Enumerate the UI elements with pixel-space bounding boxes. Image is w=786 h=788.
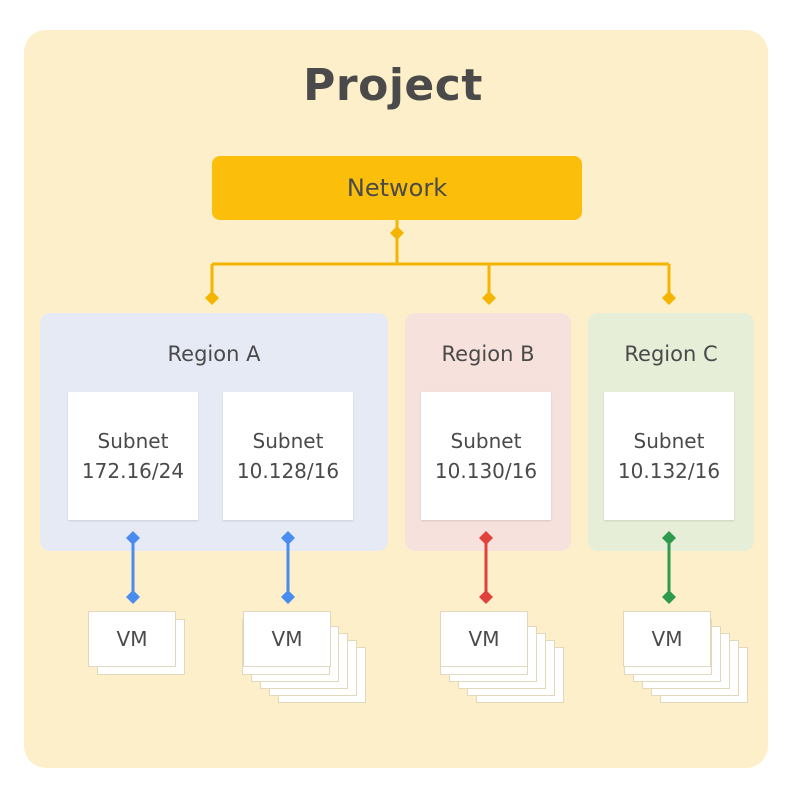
link-diamond xyxy=(662,590,676,604)
vm-label: VM xyxy=(651,627,683,651)
region-c-label: Region C xyxy=(624,342,718,366)
subnet-title: Subnet xyxy=(97,429,169,453)
vm-label: VM xyxy=(271,627,303,651)
network-connectors xyxy=(210,220,671,296)
vm-box: VM xyxy=(243,611,331,667)
vm-label: VM xyxy=(116,627,148,651)
subnet-cidr: 172.16/24 xyxy=(81,459,185,483)
subnet-vm-connectors xyxy=(126,531,676,604)
subnet-title: Subnet xyxy=(252,429,324,453)
subnet-172-16: Subnet 172.16/24 xyxy=(68,392,198,520)
network-diamond xyxy=(390,226,404,240)
subnet-cidr: 10.128/16 xyxy=(236,459,340,483)
link-diamond xyxy=(126,531,140,545)
network-connector-diamonds xyxy=(205,226,676,305)
region-b-label: Region B xyxy=(441,342,535,366)
vm-box: VM xyxy=(623,611,711,667)
network-label: Network xyxy=(346,174,448,202)
link-diamond xyxy=(479,590,493,604)
subnet-cidr: 10.130/16 xyxy=(434,459,538,483)
vm-box: VM xyxy=(440,611,528,667)
vm-label: VM xyxy=(468,627,500,651)
subnet-10-130: Subnet 10.130/16 xyxy=(421,392,551,520)
link-diamond xyxy=(479,531,493,545)
project-title: Project xyxy=(303,60,483,111)
subnet-title: Subnet xyxy=(633,429,705,453)
link-diamond xyxy=(662,531,676,545)
link-diamond xyxy=(126,590,140,604)
subnet-10-128: Subnet 10.128/16 xyxy=(223,392,353,520)
subnet-cidr: 10.132/16 xyxy=(617,459,721,483)
region-a-diamond xyxy=(205,291,219,305)
region-c-diamond xyxy=(662,291,676,305)
network-box: Network xyxy=(212,156,582,220)
region-b-diamond xyxy=(482,291,496,305)
link-diamond xyxy=(281,590,295,604)
subnet-title: Subnet xyxy=(450,429,522,453)
subnet-10-132: Subnet 10.132/16 xyxy=(604,392,734,520)
link-diamond xyxy=(281,531,295,545)
vm-box: VM xyxy=(88,611,176,667)
region-a-label: Region A xyxy=(167,342,261,366)
